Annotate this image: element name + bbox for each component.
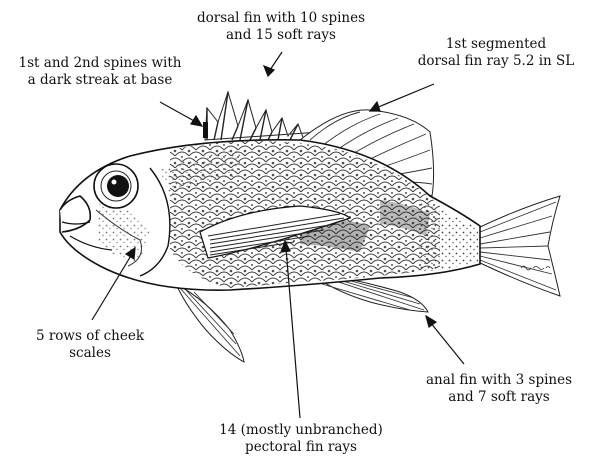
- label-spines-dark-streak: 1st and 2nd spines with a dark streak at…: [2, 55, 198, 89]
- pelvic-fin: [176, 284, 244, 362]
- caudal-fin: [478, 196, 560, 296]
- label-anal-fin: anal fin with 3 spines and 7 soft rays: [406, 372, 592, 406]
- arrow-anal-fin: [426, 316, 464, 364]
- arrow-segmented-ray: [370, 84, 434, 111]
- fish-eye: [94, 164, 138, 208]
- label-cheek-scales: 5 rows of cheek scales: [22, 328, 158, 362]
- label-dorsal-fin: dorsal fin with 10 spines and 15 soft ra…: [168, 10, 394, 44]
- arrow-dorsal-fin: [264, 52, 282, 76]
- label-segmented-dorsal-ray: 1st segmented dorsal fin ray 5.2 in SL: [398, 36, 594, 70]
- label-pectoral-fin-rays: 14 (mostly unbranched) pectoral fin rays: [196, 422, 406, 456]
- arrow-spines: [160, 102, 202, 126]
- spiny-dorsal-fin: [203, 92, 320, 140]
